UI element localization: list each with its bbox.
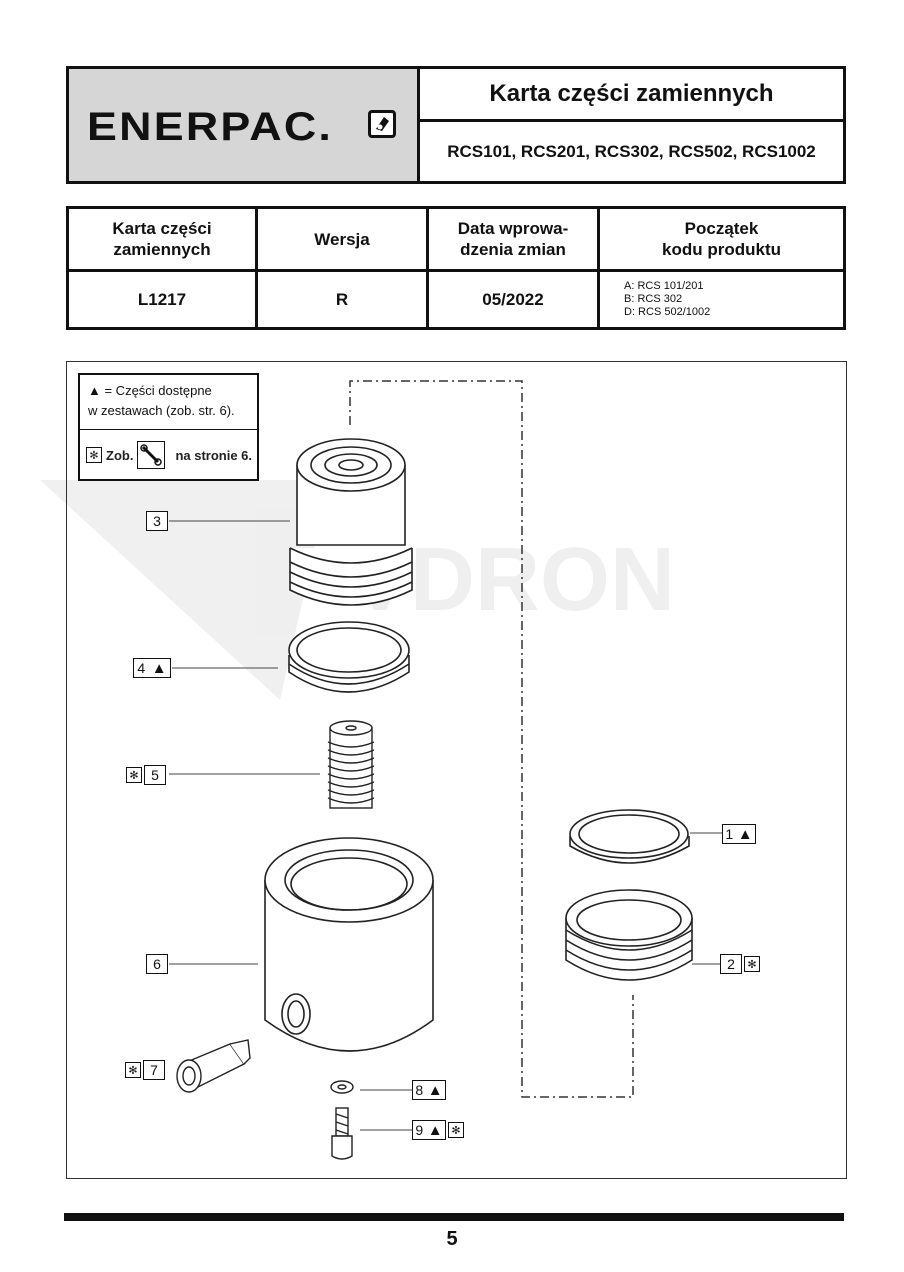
part-6-cylinder — [264, 837, 434, 1052]
value-version: R — [335, 290, 349, 309]
asterisk-icon: ✻ — [126, 767, 142, 783]
label-part-5: ✻ 5 — [126, 765, 166, 785]
code-a: A: RCS 101/201 — [624, 280, 704, 292]
header-table: ENERPAC. Karta części zamiennych RCS101,… — [66, 66, 846, 184]
value-date: 05/2022 — [482, 290, 544, 309]
enerpac-logo-icon — [368, 110, 396, 138]
kit-triangle-icon: ▲ — [151, 659, 167, 677]
exploded-view-frame — [66, 361, 847, 1179]
asterisk-icon: ✻ — [86, 447, 102, 463]
label-part-6: 6 — [146, 954, 168, 974]
footer-bar — [64, 1213, 844, 1221]
asterisk-icon: ✻ — [744, 956, 760, 972]
watermark-icon: VDRON — [40, 480, 675, 700]
model-list: RCS101, RCS201, RCS302, RCS502, RCS1002 — [447, 141, 816, 161]
part-1-ring — [569, 809, 690, 864]
label-part-7: ✻ 7 — [125, 1060, 165, 1080]
part-2-threaded-ring — [565, 889, 693, 981]
assembly-line — [349, 380, 634, 1098]
leader-lines — [169, 520, 722, 1131]
kit-triangle-icon: ▲ — [427, 1121, 443, 1139]
kit-triangle-icon: ▲ — [427, 1081, 443, 1099]
asterisk-icon: ✻ — [125, 1062, 141, 1078]
kit-triangle-icon: ▲ — [737, 825, 753, 843]
page-number: 5 — [446, 1228, 458, 1250]
asterisk-icon: ✻ — [448, 1122, 464, 1138]
label-part-3: 3 — [146, 511, 168, 531]
header-cell-date: Data wprowa-dzenia zmian — [457, 219, 569, 259]
value-sheet: L1217 — [137, 290, 187, 309]
logo-cell: ENERPAC. — [69, 69, 420, 181]
legend-see-note: ✻ Zob. na stronie 6. — [86, 441, 252, 469]
label-part-2: 2 ✻ — [720, 954, 760, 974]
part-9-screw — [331, 1107, 353, 1160]
label-part-8: 8▲ — [412, 1080, 446, 1100]
label-part-9: 9▲ ✻ — [412, 1120, 464, 1140]
part-7-coupler — [176, 1039, 251, 1093]
label-part-4: 4▲ — [133, 658, 171, 678]
part-3-piston — [289, 438, 413, 606]
part-4-ring — [288, 621, 410, 693]
value-codes: A: RCS 101/201 B: RCS 302 D: RCS 502/100… — [600, 272, 843, 327]
legend-kit-note: ▲ = Części dostępne w zestawach (zob. st… — [88, 383, 235, 418]
legend-box: ▲ = Części dostępne w zestawach (zob. st… — [78, 373, 259, 481]
code-d: D: RCS 502/1002 — [624, 306, 711, 318]
enerpac-logo: ENERPAC. — [87, 105, 334, 149]
wrench-icon — [137, 441, 166, 469]
part-5-spring — [327, 720, 375, 809]
part-8-washer — [330, 1080, 354, 1094]
code-b: B: RCS 302 — [624, 293, 683, 305]
label-part-1: 1▲ — [722, 824, 756, 844]
document-title: Karta części zamiennych — [420, 69, 843, 122]
header-cell-version: Wersja — [314, 229, 370, 249]
